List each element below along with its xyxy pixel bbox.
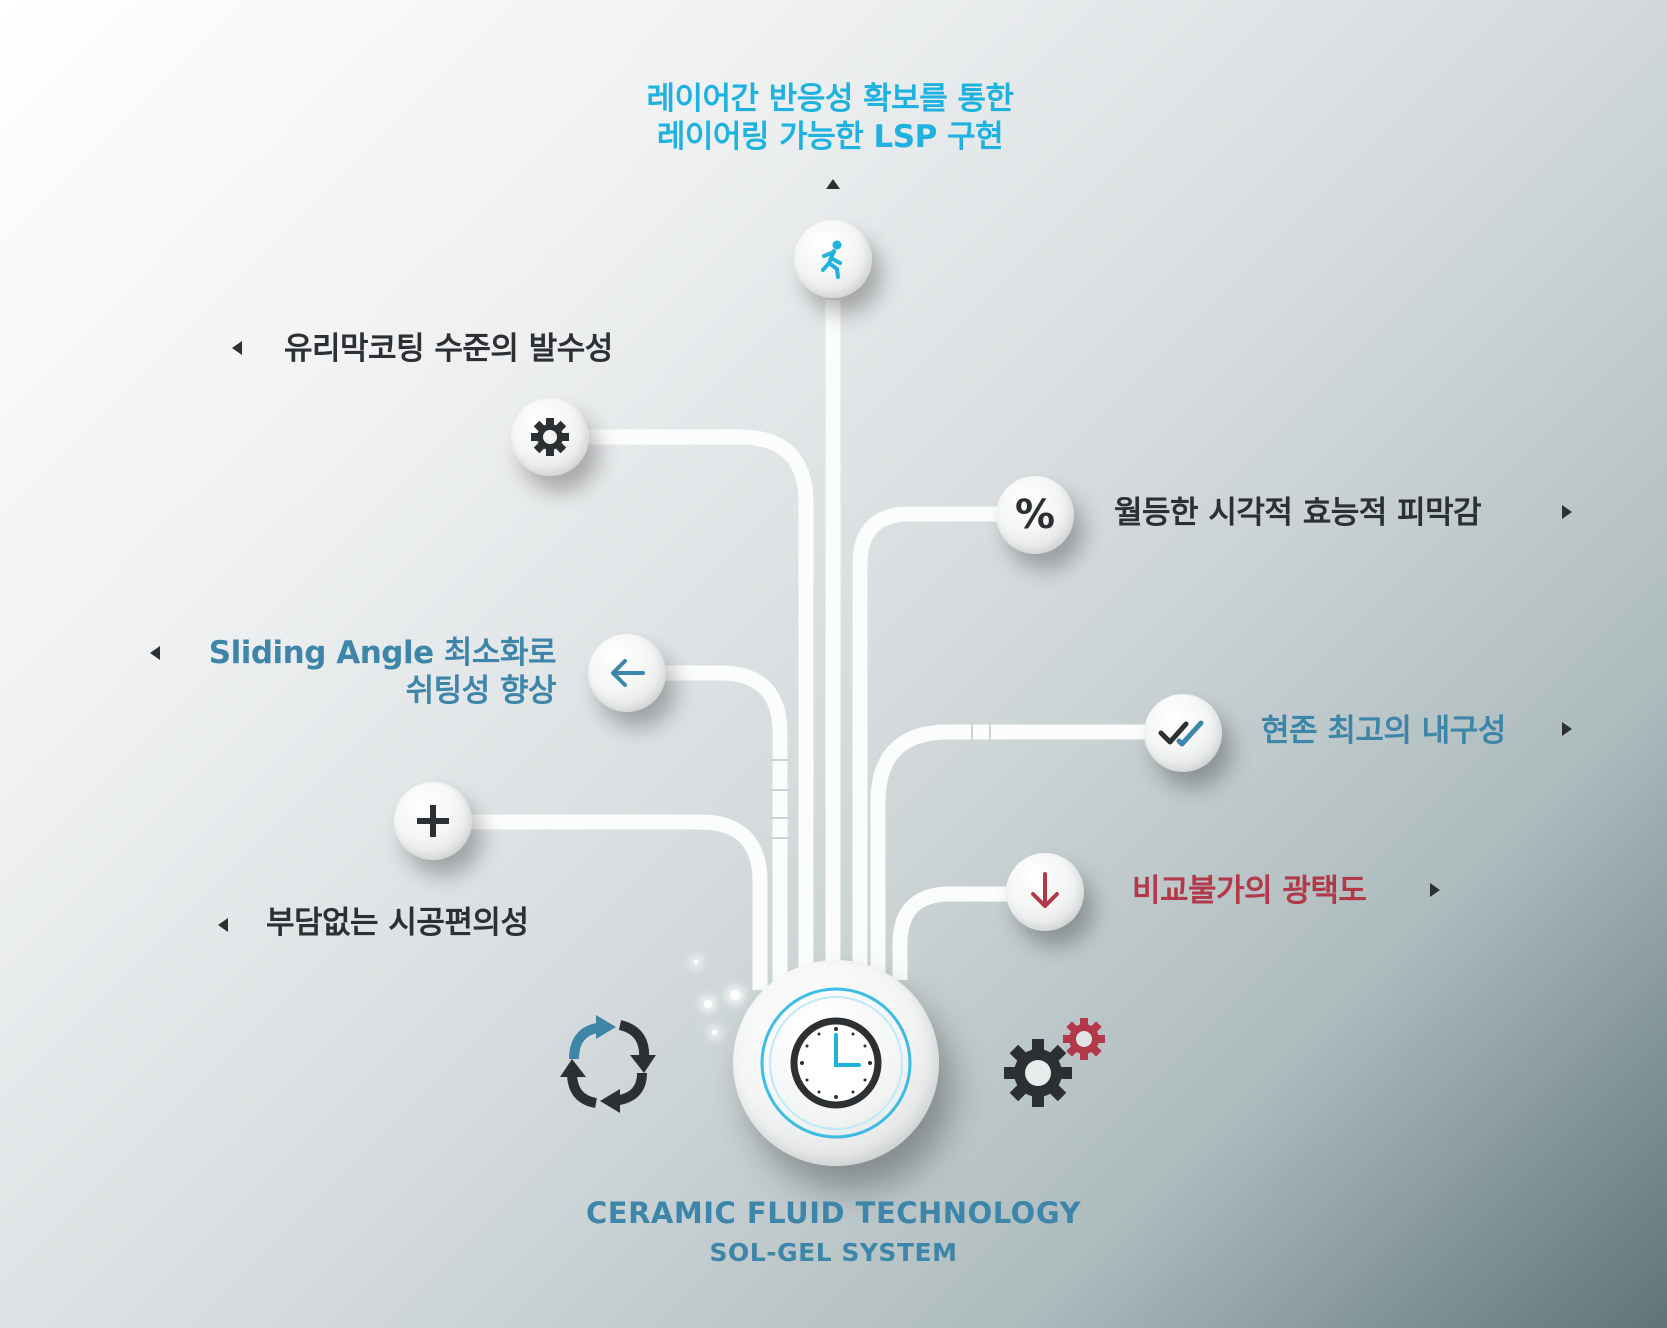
arrow-left-icon: [611, 659, 645, 687]
line-gloss: [892, 886, 1010, 980]
arrow-right-icon: [1562, 722, 1572, 736]
arrow-left-icon: [150, 646, 160, 660]
plus-icon: [417, 805, 449, 837]
arrow-left-icon: [232, 341, 242, 355]
arrow-down-icon: [1031, 872, 1059, 908]
feature-top-line2: 레이어링 가능한 LSP 구현: [656, 119, 1004, 155]
feature-top-line1: 레이어간 반응성 확보를 통한: [646, 81, 1014, 117]
sparkle: [704, 1000, 712, 1008]
node-top: [794, 220, 872, 298]
feature-sliding-label: Sliding Angle 최소화로 쉬팅성 향상: [170, 634, 557, 710]
refresh-arrows-icon: [560, 1015, 656, 1113]
footer-subtitle: SOL-GEL SYSTEM: [709, 1238, 958, 1267]
arrow-up-icon: [826, 179, 840, 189]
feature-glass-label: 유리막코팅 수준의 발수성: [284, 331, 613, 367]
gears-icon: [1004, 1018, 1105, 1107]
feature-sliding-line1: Sliding Angle 최소화로: [208, 635, 557, 671]
line-ease: [470, 814, 768, 990]
node-ease: [394, 782, 472, 860]
node-durability: [1144, 694, 1222, 772]
node-glass: [511, 398, 589, 476]
line-sliding: [666, 665, 788, 985]
feature-visual-label: 월등한 시각적 효능적 피막감: [1114, 495, 1482, 531]
arrow-left-icon: [218, 918, 228, 932]
line-visual: [852, 506, 1000, 975]
feature-top-label: 레이어간 반응성 확보를 통한 레이어링 가능한 LSP 구현: [620, 80, 1040, 156]
feature-sliding-line2: 쉬팅성 향상: [405, 673, 557, 709]
gear-icon: [531, 418, 569, 456]
sparkle: [730, 990, 740, 1000]
node-visual: %: [996, 476, 1074, 554]
arrow-right-icon: [1562, 505, 1572, 519]
line-glass: [565, 429, 814, 978]
footer-title: CERAMIC FLUID TECHNOLOGY: [586, 1196, 1081, 1230]
clock-icon: [760, 987, 912, 1139]
percent-icon: %: [1014, 492, 1056, 538]
hub-circle: [733, 960, 939, 1166]
line-durability: [870, 724, 1160, 975]
feature-gloss-label: 비교불가의 광택도: [1132, 873, 1367, 909]
arrow-right-icon: [1430, 883, 1440, 897]
node-sliding: [588, 634, 666, 712]
sparkle: [694, 960, 698, 964]
double-check-icon: [1158, 720, 1204, 747]
node-gloss: [1006, 853, 1084, 931]
sparkle: [712, 1030, 717, 1035]
feature-ease-label: 부담없는 시공편의성: [266, 905, 529, 941]
feature-durability-label: 현존 최고의 내구성: [1261, 713, 1506, 749]
walking-person-icon: [821, 240, 842, 279]
